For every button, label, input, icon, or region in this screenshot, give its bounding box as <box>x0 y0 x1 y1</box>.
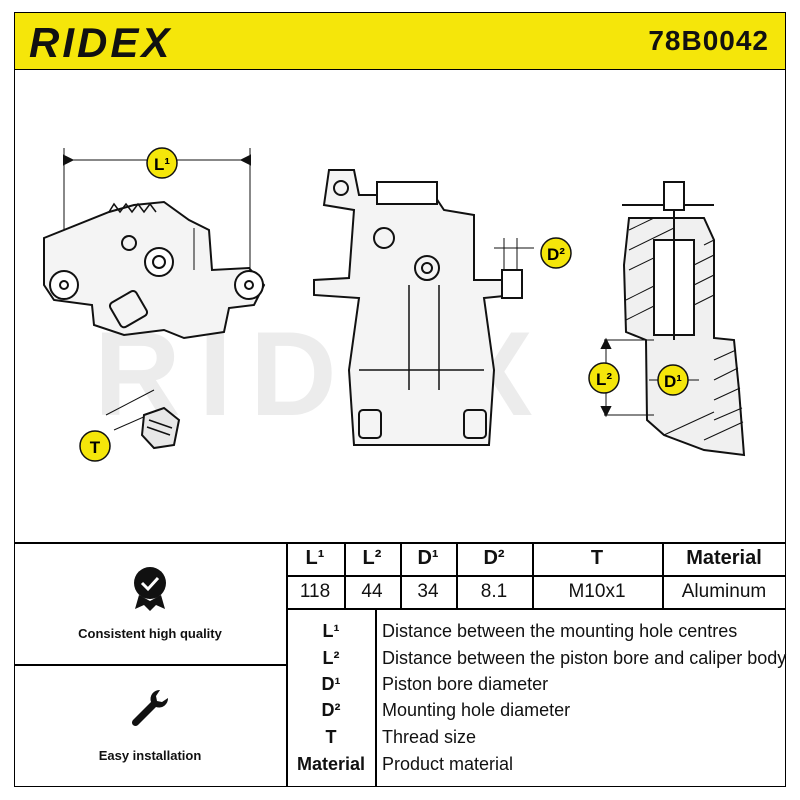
spec-col-divider <box>400 542 402 608</box>
wrench-icon <box>130 688 170 733</box>
badge-l1 <box>146 147 178 179</box>
brand-logo: RIDEX <box>29 19 173 66</box>
spec-col-divider <box>344 542 346 608</box>
legend-key: Material <box>296 754 366 774</box>
spec-value-l1: 118 <box>299 580 331 602</box>
quality-check-icon <box>130 565 170 616</box>
spec-header-t: T <box>590 547 604 569</box>
legend-desc: Piston bore diameter <box>382 674 549 694</box>
label-t: T <box>90 438 101 457</box>
spec-header-l2: L² <box>362 547 382 569</box>
caliper-front-view <box>313 169 534 446</box>
column-divider <box>286 542 288 787</box>
legend-desc: Product material <box>382 754 514 774</box>
badge-d1 <box>657 364 689 396</box>
badge-d2 <box>540 237 572 269</box>
legend-desc: Thread size <box>382 727 477 747</box>
thread-detail <box>105 389 181 450</box>
legend-desc: Distance between the mounting hole centr… <box>382 621 738 641</box>
spec-col-divider <box>662 542 664 608</box>
spec-header-l1: L¹ <box>305 547 325 569</box>
spec-value-material: Aluminum <box>681 580 767 602</box>
legend-key: T <box>325 727 337 747</box>
technical-drawing: RIDEX <box>14 70 786 540</box>
legend-key: D² <box>321 700 341 720</box>
spec-col-divider <box>532 542 534 608</box>
part-number: 78B0042 <box>648 25 769 56</box>
spec-table-bottom <box>286 608 786 610</box>
badge-t <box>79 430 111 462</box>
label-l2: L² <box>596 370 612 389</box>
spec-value-d2: 8.1 <box>480 580 508 602</box>
spec-col-divider <box>456 542 458 608</box>
caliper-section-view <box>600 181 746 457</box>
spec-header-d2: D² <box>483 547 505 569</box>
spec-header-material: Material <box>686 547 762 569</box>
feature-divider <box>14 664 286 666</box>
label-l1: L¹ <box>154 155 170 174</box>
badge-l2 <box>588 362 620 394</box>
legend-divider <box>375 608 377 787</box>
header-bar: RIDEX 78B0042 <box>14 12 786 70</box>
spec-header-divider <box>286 575 786 577</box>
caliper-drawing: L¹ D² L² D¹ T <box>43 147 746 462</box>
feature-installation-label: Easy installation <box>98 748 202 763</box>
feature-quality-label: Consistent high quality <box>78 626 222 641</box>
spec-header-d1: D¹ <box>417 547 439 569</box>
label-d2: D² <box>547 245 565 264</box>
legend-key: L² <box>322 648 340 668</box>
caliper-side-view <box>43 148 266 340</box>
spec-value-l2: 44 <box>361 580 383 602</box>
label-d1: D¹ <box>664 372 682 391</box>
spec-value-d1: 34 <box>417 580 439 602</box>
legend-desc: Distance between the piston bore and cal… <box>382 648 787 668</box>
legend-desc: Mounting hole diameter <box>382 700 571 720</box>
legend-key: L¹ <box>322 621 340 641</box>
spec-value-t: M10x1 <box>568 580 626 602</box>
legend-key: D¹ <box>321 674 341 694</box>
